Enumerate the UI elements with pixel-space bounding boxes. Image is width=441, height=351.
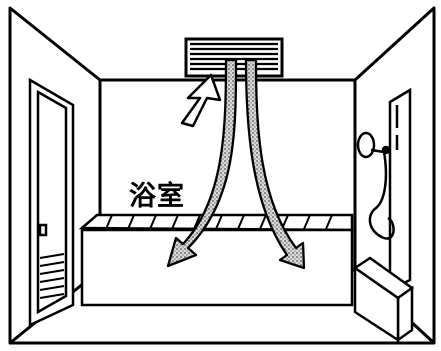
airflow-arrow-icon bbox=[244, 58, 306, 270]
room-label: 浴室 bbox=[129, 181, 185, 212]
shower-head-icon bbox=[356, 87, 412, 293]
bathtub-icon bbox=[78, 213, 354, 307]
airflow-arrow-icon bbox=[166, 58, 238, 268]
airflow-arrows bbox=[166, 58, 306, 270]
ceiling-vent-icon bbox=[184, 37, 284, 78]
step-bench bbox=[352, 256, 415, 343]
door-icon bbox=[28, 77, 75, 327]
exhaust-intake-arrow-icon bbox=[180, 73, 222, 128]
